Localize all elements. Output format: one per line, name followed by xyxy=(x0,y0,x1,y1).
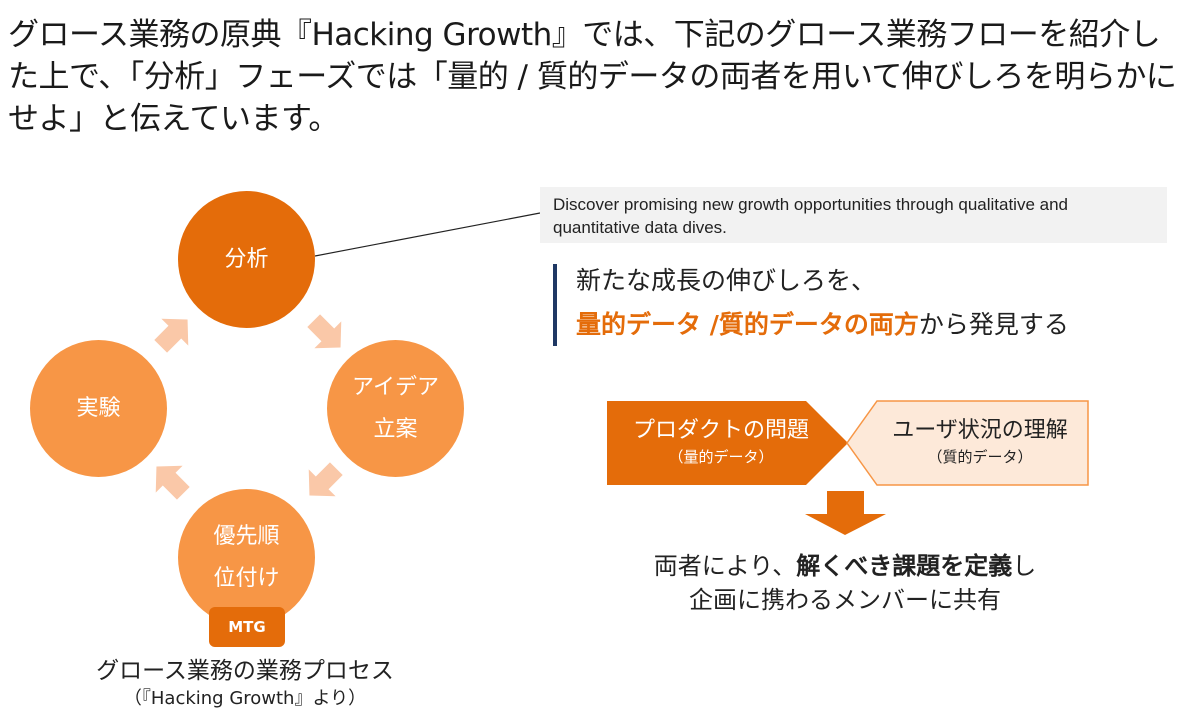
callout-accent-bar xyxy=(553,264,557,346)
conclusion-post: し xyxy=(1012,552,1037,580)
qualitative-box-sub: （質的データ） xyxy=(927,448,1033,466)
cycle-arrow-idea-to-priority xyxy=(308,462,343,497)
quantitative-box-shape xyxy=(607,401,848,485)
cycle-node-experiment: 実験 xyxy=(30,340,167,477)
connector-line xyxy=(314,212,541,257)
quote-box: Discover promising new growth opportunit… xyxy=(540,187,1167,243)
conclusion-bold: 解くべき課題を定義 xyxy=(796,552,1013,580)
cycle-node-experiment-label: 実験 xyxy=(76,395,121,421)
cycle-node-idea-line2: 立案 xyxy=(373,416,418,442)
diagram-caption: グロース業務の業務プロセス xyxy=(96,658,394,684)
cycle-arrow-experiment-to-analysis xyxy=(154,318,189,353)
quantitative-box-sub: （量的データ） xyxy=(668,448,774,466)
qualitative-box-title: ユーザ状況の理解 xyxy=(892,418,1068,443)
callout-line2: 量的データ /質的データの両方から発見する xyxy=(576,308,1069,342)
callout-highlight: 量的データ /質的データの両方 xyxy=(576,310,919,339)
cycle-node-priority-line1: 優先順 xyxy=(213,523,280,549)
cycle-node-analysis-label: 分析 xyxy=(224,246,269,272)
callout-line1: 新たな成長の伸びしろを、 xyxy=(576,266,877,295)
cycle-node-idea: アイデア 立案 xyxy=(327,340,464,477)
cycle-arrow-analysis-to-idea xyxy=(307,314,342,349)
cycle-node-idea-line1: アイデア xyxy=(352,374,439,400)
cycle-arrow-priority-to-experiment xyxy=(155,465,190,500)
quantitative-box: プロダクトの問題 （量的データ） xyxy=(607,416,835,468)
cycle-node-priority: 優先順 位付け xyxy=(178,489,315,626)
cycle-node-analysis: 分析 xyxy=(178,191,315,328)
conclusion-line1: 両者により、解くべき課題を定義し xyxy=(600,550,1090,582)
conclusion-pre: 両者により、 xyxy=(653,552,797,580)
diagram-caption-source: （『Hacking Growth』より） xyxy=(123,688,367,709)
down-arrow xyxy=(805,491,886,535)
qualitative-box: ユーザ状況の理解 （質的データ） xyxy=(862,416,1098,468)
cycle-node-priority-line2: 位付け xyxy=(213,565,280,591)
conclusion-line2: 企画に携わるメンバーに共有 xyxy=(689,586,1001,614)
headline: グロース業務の原典『Hacking Growth』では、下記のグロース業務フロー… xyxy=(8,17,1177,137)
quantitative-box-title: プロダクトの問題 xyxy=(632,418,809,443)
qualitative-box-shape xyxy=(846,400,1089,486)
callout-line2-rest: から発見する xyxy=(918,310,1069,339)
mtg-badge: MTG xyxy=(209,607,285,647)
